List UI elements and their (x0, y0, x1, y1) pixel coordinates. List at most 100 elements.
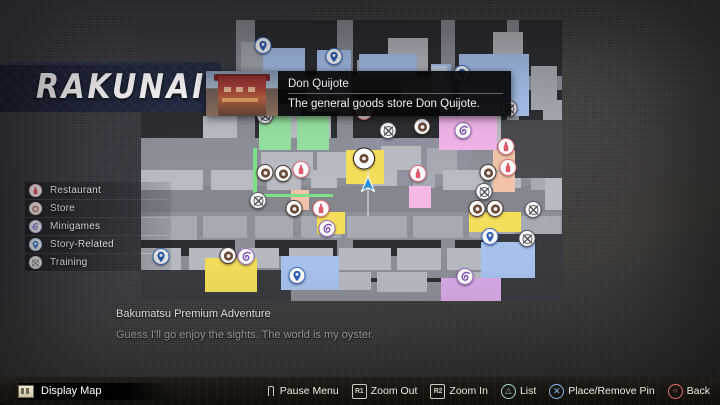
map-building (443, 170, 483, 190)
map-building (203, 116, 237, 138)
map-marker-training[interactable] (379, 122, 397, 144)
map-building (211, 170, 255, 190)
control-hint-pause-menu[interactable]: Pause Menu (267, 385, 339, 398)
map-building (347, 216, 407, 238)
training-icon (382, 124, 395, 137)
map-marker-minigames[interactable] (237, 248, 255, 270)
tooltip-title: Don Quijote (288, 78, 503, 94)
store-icon (489, 202, 502, 215)
map-title-banner: RAKUNAI (0, 62, 221, 112)
map-route-line (253, 194, 333, 197)
map-marker-store[interactable] (413, 118, 431, 140)
quest-subtitle: Guess I'll go enjoy the sights. The worl… (116, 329, 375, 341)
map-building (427, 148, 457, 174)
legend-item-training: Training (25, 254, 171, 271)
legend-item-label: Training (50, 257, 88, 268)
map-cursor-beam (367, 170, 369, 216)
location-tooltip: Don Quijote The general goods store Don … (206, 71, 511, 116)
map-marker-store[interactable] (479, 164, 497, 186)
city-map[interactable] (141, 20, 562, 301)
map-marker-story[interactable] (325, 48, 343, 70)
map-marker-restaurant[interactable] (497, 138, 515, 160)
tooltip-description: The general goods store Don Quijote. (288, 97, 480, 110)
map-marker-restaurant[interactable] (312, 200, 330, 222)
training-icon (478, 185, 491, 198)
map-marker-minigames[interactable] (318, 220, 336, 242)
button-glyph-r1: R1 (351, 383, 367, 399)
restaurant-icon (29, 184, 42, 197)
thumbnail-building (218, 76, 266, 116)
thumbnail-signage (222, 98, 258, 102)
store-icon (416, 120, 429, 133)
training-icon (527, 203, 540, 216)
minigames-icon (29, 220, 42, 233)
map-marker-story[interactable] (288, 267, 306, 289)
map-highlight-blue (481, 242, 535, 278)
quest-title: Bakumatsu Premium Adventure (116, 308, 271, 320)
story-icon (484, 230, 497, 243)
map-marker-store[interactable] (219, 247, 237, 269)
map-marker-story[interactable] (254, 37, 272, 59)
legend-item-story-related: Story-Related (25, 236, 171, 253)
map-marker-minigames[interactable] (454, 122, 472, 144)
legend-item-store: Store (25, 200, 171, 217)
control-hint-label: Zoom In (449, 385, 488, 397)
restaurant-icon (412, 167, 425, 180)
map-building (311, 170, 337, 188)
map-marker-store[interactable] (486, 200, 504, 222)
control-hint-back[interactable]: ○Back (667, 383, 710, 399)
restaurant-icon (502, 161, 515, 174)
map-building (397, 248, 441, 270)
map-highlight-pink (409, 186, 431, 208)
map-marker-store[interactable] (285, 200, 303, 222)
legend-item-label: Store (50, 203, 75, 214)
map-marker-store[interactable] (274, 165, 292, 187)
button-glyph-options (267, 385, 276, 398)
legend-row-background (25, 182, 171, 199)
map-marker-training[interactable] (518, 230, 536, 252)
map-marker-minigames[interactable] (456, 268, 474, 290)
control-hint-label: Zoom Out (370, 385, 418, 397)
map-marker-story[interactable] (481, 228, 499, 250)
map-marker-store[interactable] (256, 164, 274, 186)
thumbnail-window (224, 87, 231, 92)
control-hint-list[interactable]: △List (500, 383, 536, 399)
map-highlight-purple (441, 278, 501, 301)
restaurant-icon (295, 163, 308, 176)
map-marker-training[interactable] (475, 183, 493, 205)
store-icon (277, 167, 290, 180)
map-marker-store[interactable] (353, 147, 375, 175)
legend-item-label: Restaurant (50, 185, 101, 196)
location-thumbnail (206, 71, 278, 116)
map-marker-restaurant[interactable] (499, 159, 517, 181)
legend-row-background (25, 200, 171, 217)
control-hint-place-remove-pin[interactable]: ✕Place/Remove Pin (549, 383, 655, 399)
map-marker-restaurant[interactable] (292, 161, 310, 183)
map-highlight-orange (493, 172, 515, 192)
button-glyph-triangle: △ (500, 383, 516, 399)
story-related-icon (29, 238, 42, 251)
map-building (203, 216, 247, 238)
map-marker-restaurant[interactable] (409, 165, 427, 187)
story-icon (328, 50, 341, 63)
banner-sheen (0, 62, 221, 65)
map-route-line (253, 148, 257, 198)
map-marker-training[interactable] (249, 192, 267, 214)
map-marker-training[interactable] (524, 201, 542, 223)
legend-item-minigames: Minigames (25, 218, 171, 235)
legend-item-restaurant: Restaurant (25, 182, 171, 199)
control-hint-label: Place/Remove Pin (568, 385, 655, 397)
legend-row-background (25, 236, 171, 253)
display-map-button[interactable]: Display Map (18, 382, 172, 400)
control-hint-label: Back (686, 385, 710, 397)
display-map-label: Display Map (41, 385, 102, 397)
map-marker-store[interactable] (468, 200, 486, 222)
store-icon (259, 166, 272, 179)
quest-description-panel: Bakumatsu Premium Adventure Guess I'll g… (116, 308, 374, 341)
thumbnail-window (236, 87, 243, 92)
